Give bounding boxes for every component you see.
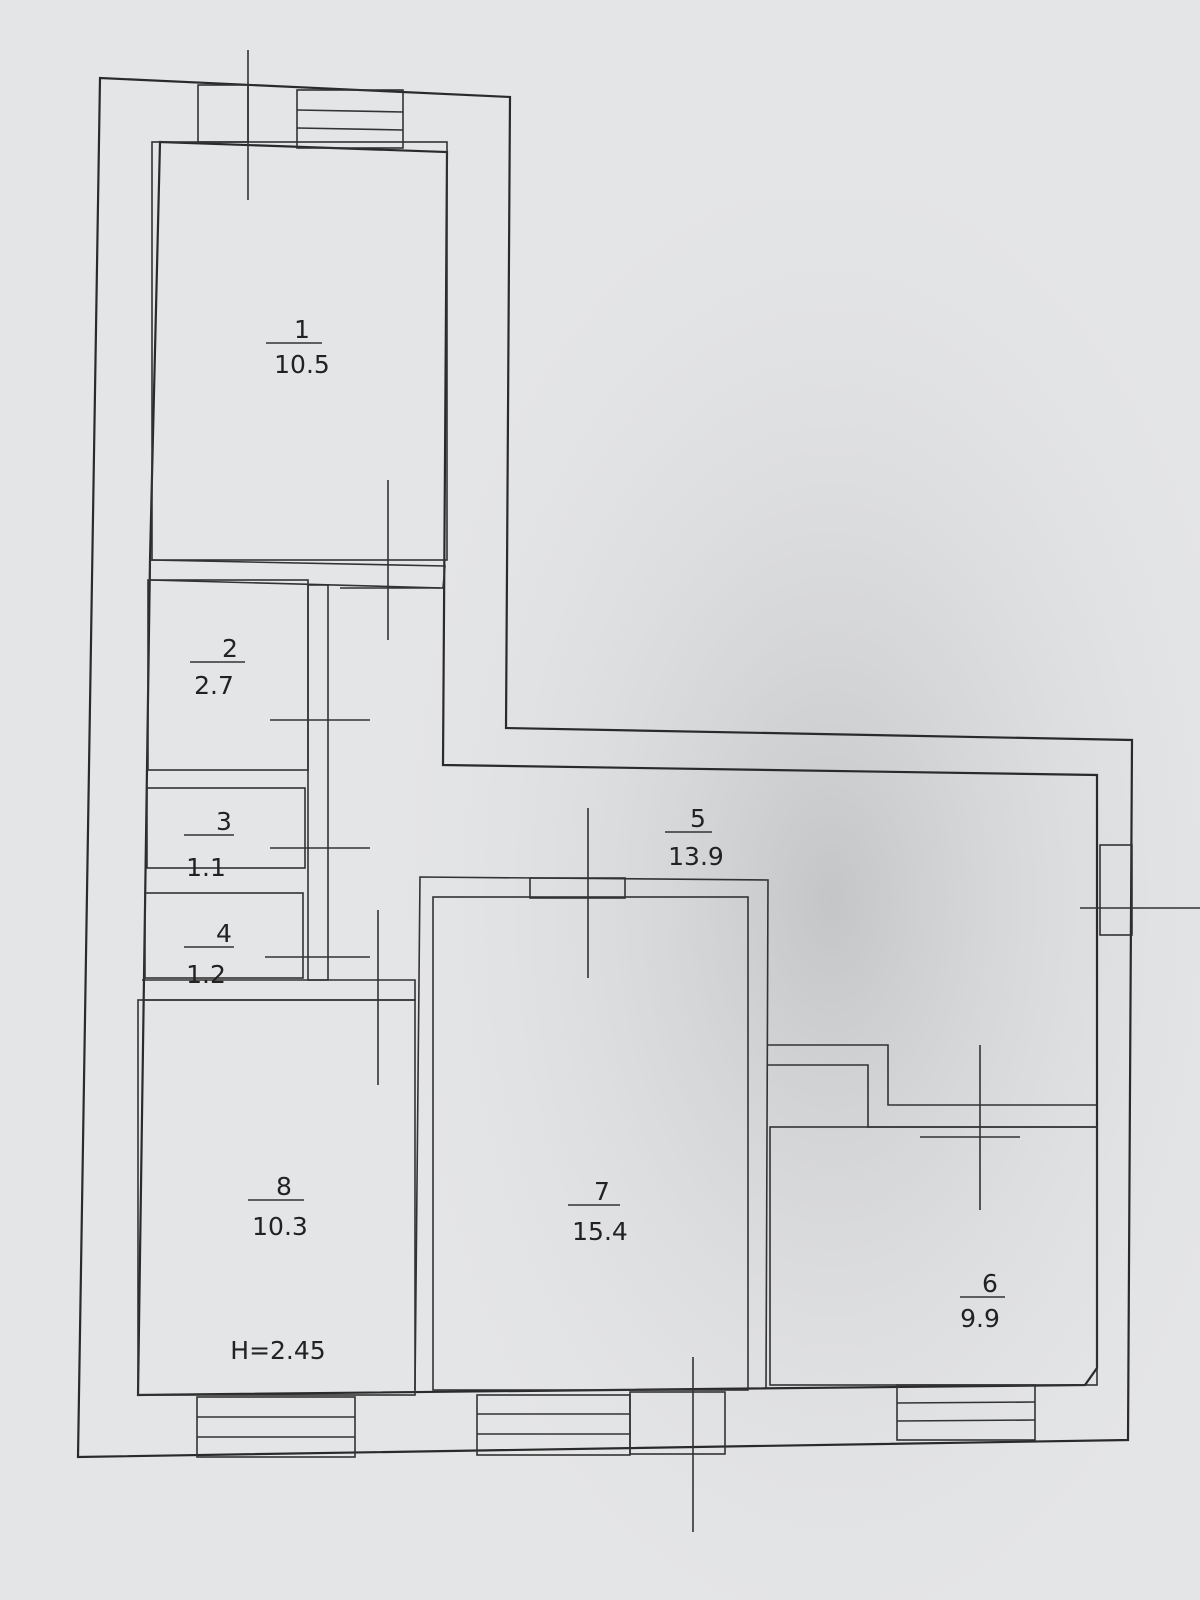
partition-wall	[149, 559, 446, 589]
door-opening	[529, 877, 626, 899]
room-label-5: 513.9	[665, 804, 724, 871]
room-label-8: 810.3	[248, 1172, 308, 1241]
outer-wall	[76, 76, 1134, 1459]
ceiling-height-label: H=2.45	[230, 1336, 325, 1365]
room-label-6: 69.9	[960, 1269, 1005, 1333]
svg-text:3: 3	[216, 807, 232, 836]
svg-text:1.2: 1.2	[186, 960, 226, 989]
svg-text:2.7: 2.7	[194, 671, 234, 700]
window-right	[1099, 844, 1133, 936]
svg-text:1: 1	[294, 315, 310, 344]
room-7	[432, 896, 749, 1391]
room-label-4: 41.2	[184, 919, 234, 989]
svg-text:5: 5	[690, 804, 706, 833]
svg-text:13.9: 13.9	[668, 842, 724, 871]
svg-text:6: 6	[982, 1269, 998, 1298]
svg-text:2: 2	[222, 634, 238, 663]
photo-shadow	[380, 200, 1200, 1600]
window-bottom-middle	[476, 1391, 726, 1456]
svg-text:10.3: 10.3	[252, 1212, 308, 1241]
svg-text:4: 4	[216, 919, 232, 948]
svg-text:15.4: 15.4	[572, 1217, 628, 1246]
room-label-1: 110.5	[266, 315, 330, 379]
window-bottom-right	[896, 1384, 1036, 1441]
room-label-7: 715.4	[568, 1177, 628, 1246]
svg-text:8: 8	[276, 1172, 292, 1201]
room-4	[144, 892, 304, 979]
svg-text:9.9: 9.9	[960, 1304, 1000, 1333]
axis-marks	[247, 50, 1200, 1532]
room-3	[146, 787, 306, 869]
svg-text:1.1: 1.1	[186, 853, 226, 882]
room-label-3: 31.1	[184, 807, 234, 882]
window-bottom-left	[196, 1396, 356, 1458]
svg-text:7: 7	[594, 1177, 610, 1206]
room-label-2: 22.7	[190, 634, 245, 700]
room-8	[137, 999, 416, 1396]
svg-text:10.5: 10.5	[274, 350, 330, 379]
room-1	[151, 141, 448, 561]
